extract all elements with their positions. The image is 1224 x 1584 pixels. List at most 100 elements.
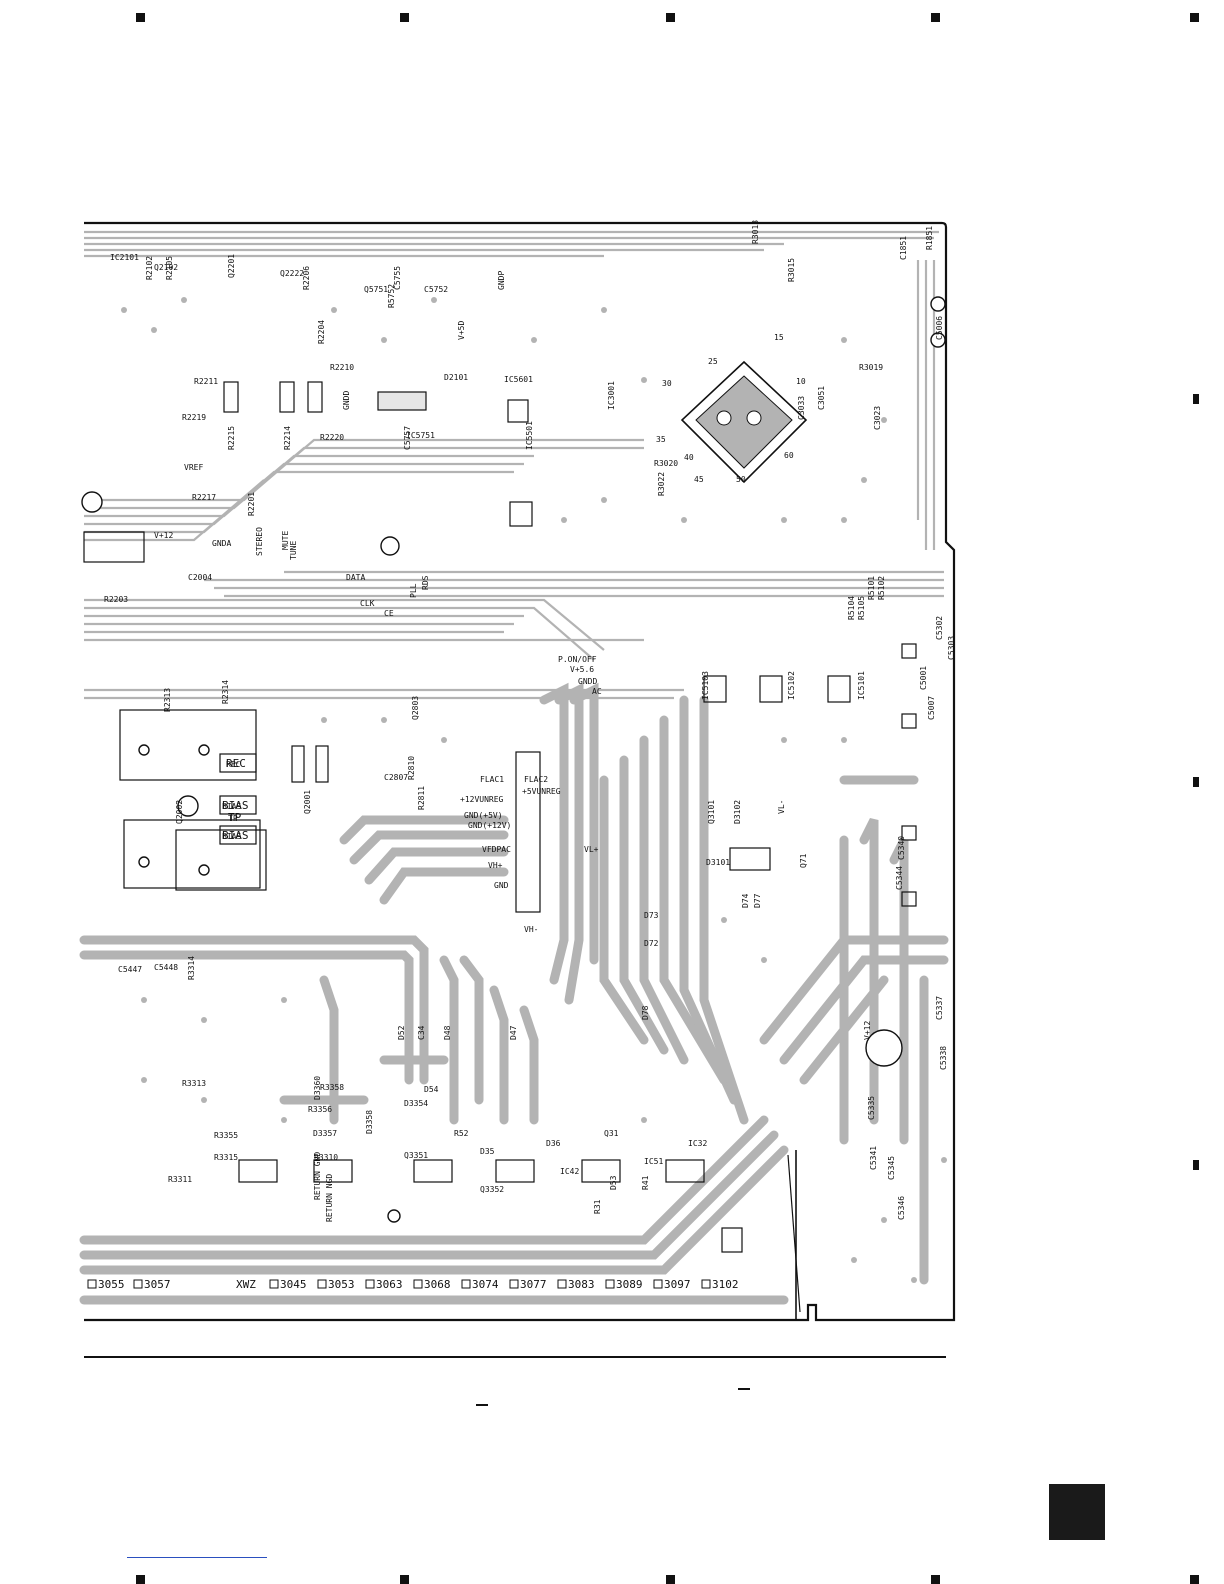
connector-9-box	[701, 1279, 711, 1289]
connector-5: 3077	[520, 1278, 547, 1291]
component-label-10: C5752	[424, 285, 448, 294]
component-label-108: C5344	[895, 866, 904, 890]
registration-mark-bottom-1	[136, 1575, 145, 1584]
component-label-75: Q2002	[175, 800, 184, 824]
component-label-6: R2206	[302, 266, 311, 290]
rec-box-label: REC	[226, 757, 246, 770]
component-label-64: P.ON/OFF	[558, 655, 597, 664]
component-label-53: C5302	[935, 616, 944, 640]
component-label-119: IC42	[560, 1167, 579, 1176]
registration-mark-bottom-2	[400, 1575, 409, 1584]
component-label-68: R2313	[163, 688, 172, 712]
ic-pin-number-1: 25	[708, 357, 718, 366]
component-label-76: C2807	[384, 773, 408, 782]
ic-pin-number-4: 45	[694, 475, 704, 484]
component-label-14: R2215	[227, 426, 236, 450]
component-label-92: Q3101	[707, 800, 716, 824]
component-label-37: C3033	[797, 396, 806, 420]
connector-9: 3102	[712, 1278, 739, 1291]
component-label-15: R2214	[283, 426, 292, 450]
component-label-100: D78	[641, 1005, 650, 1020]
component-label-73: BIAS	[222, 832, 241, 841]
connector-row-prefix: XWZ	[236, 1278, 256, 1291]
component-outlines	[83, 381, 917, 1253]
component-label-9: C5755	[393, 266, 402, 290]
board-slot-2	[787, 1154, 801, 1313]
section-rule	[84, 1356, 946, 1358]
component-label-40: R1851	[925, 226, 934, 250]
component-label-55: R5101	[867, 576, 876, 600]
component-label-138: R3355	[214, 1131, 238, 1140]
component-label-48: DATA	[346, 573, 365, 582]
connector-left-0: 3055	[98, 1278, 125, 1291]
component-label-107: C5346	[897, 1196, 906, 1220]
component-label-18: R2220	[320, 433, 344, 442]
connector-0: 3045	[280, 1278, 307, 1291]
component-label-128: R52	[454, 1129, 469, 1138]
component-label-125: D53	[609, 1175, 618, 1190]
component-label-129: C34	[417, 1025, 426, 1040]
connector-6-box	[557, 1279, 567, 1289]
component-label-98: D73	[644, 911, 659, 920]
component-label-87: VFDPAC	[482, 845, 511, 854]
component-label-42: C2004	[188, 573, 212, 582]
component-label-82: +5VUNREG	[522, 787, 561, 796]
component-label-2: R2105	[165, 256, 174, 280]
component-label-23: V+12	[154, 531, 173, 540]
component-label-121: IC32	[688, 1139, 707, 1148]
component-label-111: C5448	[154, 963, 178, 972]
connector-1: 3053	[328, 1278, 355, 1291]
component-label-85: GND(+12V)	[468, 821, 511, 830]
component-label-137: R3358	[320, 1083, 344, 1092]
component-label-22: GNDA	[212, 539, 231, 548]
component-label-20: C5757	[403, 426, 412, 450]
component-label-142: RETURN NGD	[325, 1174, 334, 1222]
component-label-38: C3051	[817, 386, 826, 410]
component-label-34: R3020	[654, 459, 678, 468]
component-label-30: IC3001	[607, 381, 616, 410]
component-label-4: Q2201	[227, 254, 236, 278]
upper-bus-traces	[84, 230, 944, 700]
component-label-29: IC5501	[525, 421, 534, 450]
component-label-70: REC	[226, 760, 241, 769]
component-label-52: PLL	[409, 583, 418, 598]
footer-link-underline[interactable]	[127, 1557, 267, 1558]
component-label-114: R3311	[168, 1175, 192, 1184]
component-label-83: +12VUNREG	[460, 795, 504, 804]
component-label-0: IC2101	[110, 253, 139, 262]
component-label-86: VL+	[584, 845, 599, 854]
ic-pin-number-7: 15	[774, 333, 784, 342]
dash-mark-2	[476, 1404, 488, 1406]
component-label-127: R31	[593, 1199, 602, 1214]
connector-5-box	[509, 1279, 519, 1289]
side-tab-1	[1193, 394, 1199, 404]
component-label-61: IC5101	[857, 671, 866, 700]
ic-pin-number-5: 50	[736, 475, 746, 484]
page-number-block	[1049, 1484, 1105, 1540]
component-label-31: R3013	[751, 220, 760, 244]
component-label-66: GNDD	[578, 677, 597, 686]
component-label-25: GNDD	[342, 391, 351, 410]
component-label-105: C5341	[869, 1146, 878, 1170]
registration-mark-top-3	[666, 13, 675, 22]
connector-left-0-box	[87, 1279, 97, 1289]
ic-pin-number-3: 40	[684, 453, 694, 462]
component-label-71: BIAS	[222, 802, 241, 811]
component-label-112: R3314	[187, 956, 196, 980]
component-label-5: Q2222	[280, 269, 304, 278]
component-label-133: D54	[424, 1085, 439, 1094]
component-label-84: GND(+5V)	[464, 811, 503, 820]
connector-2: 3063	[376, 1278, 403, 1291]
component-label-124: D35	[480, 1147, 495, 1156]
tp-box-label: TP	[228, 811, 242, 824]
component-label-33: R3019	[859, 363, 883, 372]
connector-7: 3089	[616, 1278, 643, 1291]
connector-4: 3074	[472, 1278, 499, 1291]
main-ic-ic3001	[680, 360, 808, 484]
component-label-44: R2201	[247, 492, 256, 516]
component-label-8: R5752	[387, 284, 396, 308]
component-label-106: C5345	[887, 1156, 896, 1180]
solder-pads	[121, 297, 947, 1283]
component-label-115: R3315	[214, 1153, 238, 1162]
